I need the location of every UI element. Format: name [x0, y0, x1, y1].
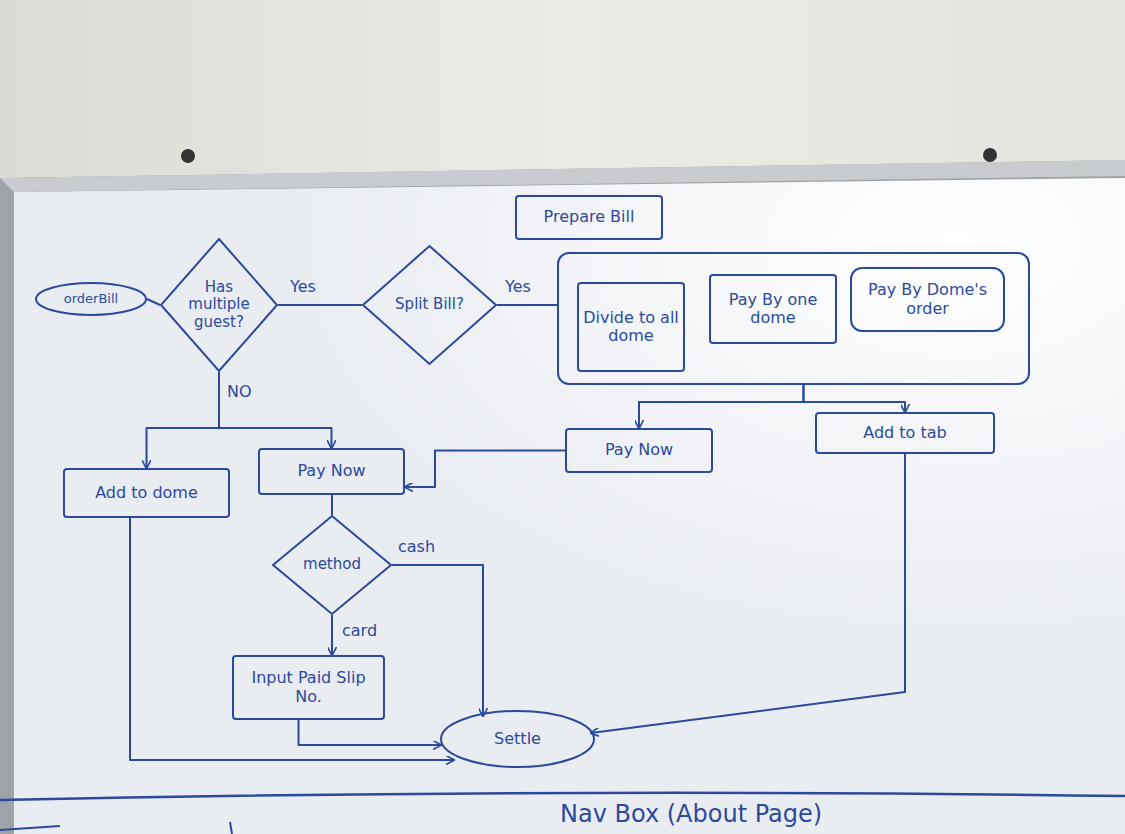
process-box: Pay Now: [258, 448, 405, 495]
group-box: Divide to all dome Pay By one dome Pay By …: [557, 252, 1030, 385]
node-text: Pay Now: [293, 462, 369, 480]
node-text: Pay Now: [601, 441, 677, 459]
option-box: Divide to all dome: [577, 282, 685, 372]
node-text: Add to dome: [91, 484, 202, 502]
decision-diamond: method: [272, 515, 392, 615]
node-text: Add to tab: [859, 424, 950, 442]
process-box: Prepare Bill: [515, 195, 663, 240]
connector-arrow: [497, 304, 557, 306]
edge-label: NO: [227, 382, 252, 401]
process-box: Add to dome: [63, 468, 230, 518]
connector-arrow: [278, 304, 362, 306]
edge-label: Yes: [505, 277, 531, 296]
node-text: method: [299, 556, 365, 573]
node-text: Pay By one dome: [711, 291, 835, 328]
node-text: orderBill: [60, 292, 122, 307]
connector-arrow: [639, 385, 804, 428]
connector-arrow: [405, 451, 565, 488]
option-box: Pay By Dome's order: [850, 267, 1005, 332]
connector-arrow: [804, 385, 906, 412]
start-ellipse: orderBill: [35, 282, 147, 316]
connector-arrow: [219, 372, 332, 448]
diamond-shape: [363, 246, 496, 364]
connector-arrow: [392, 565, 483, 716]
decision-diamond: Has multiple guest?: [160, 238, 278, 372]
node-text: Input Paid Slip No.: [234, 669, 383, 706]
connector-arrow: [591, 454, 905, 733]
ellipse-shape: [36, 283, 146, 315]
edge-label: card: [342, 621, 377, 640]
edge-label: cash: [398, 537, 435, 556]
end-ellipse: Settle: [440, 710, 595, 768]
connector-arrow: [147, 372, 220, 468]
connector-arrow: [331, 615, 333, 655]
process-box: Input Paid Slip No.: [232, 655, 385, 720]
decision-diamond: Split Bill?: [362, 245, 497, 365]
process-box: Add to tab: [815, 412, 995, 454]
node-text: Divide to all dome: [579, 309, 683, 346]
ellipse-shape: [441, 711, 594, 767]
node-text: Split Bill?: [391, 296, 468, 313]
connector-arrow: [299, 720, 442, 745]
diamond-shape: [161, 239, 277, 371]
connector-arrow: [130, 518, 454, 760]
connector-arrow: [331, 495, 333, 515]
option-box: Pay By one dome: [709, 274, 837, 344]
node-text: Pay By Dome's order: [852, 281, 1003, 318]
node-text: Prepare Bill: [540, 208, 639, 226]
diamond-shape: [273, 516, 391, 614]
node-text: Has multiple guest?: [178, 279, 259, 331]
node-text: Settle: [490, 730, 545, 748]
board-note: Nav Box (About Page): [560, 800, 822, 828]
process-box: Pay Now: [565, 428, 713, 473]
edge-label: Yes: [290, 277, 316, 296]
connector-arrow: [147, 299, 160, 305]
